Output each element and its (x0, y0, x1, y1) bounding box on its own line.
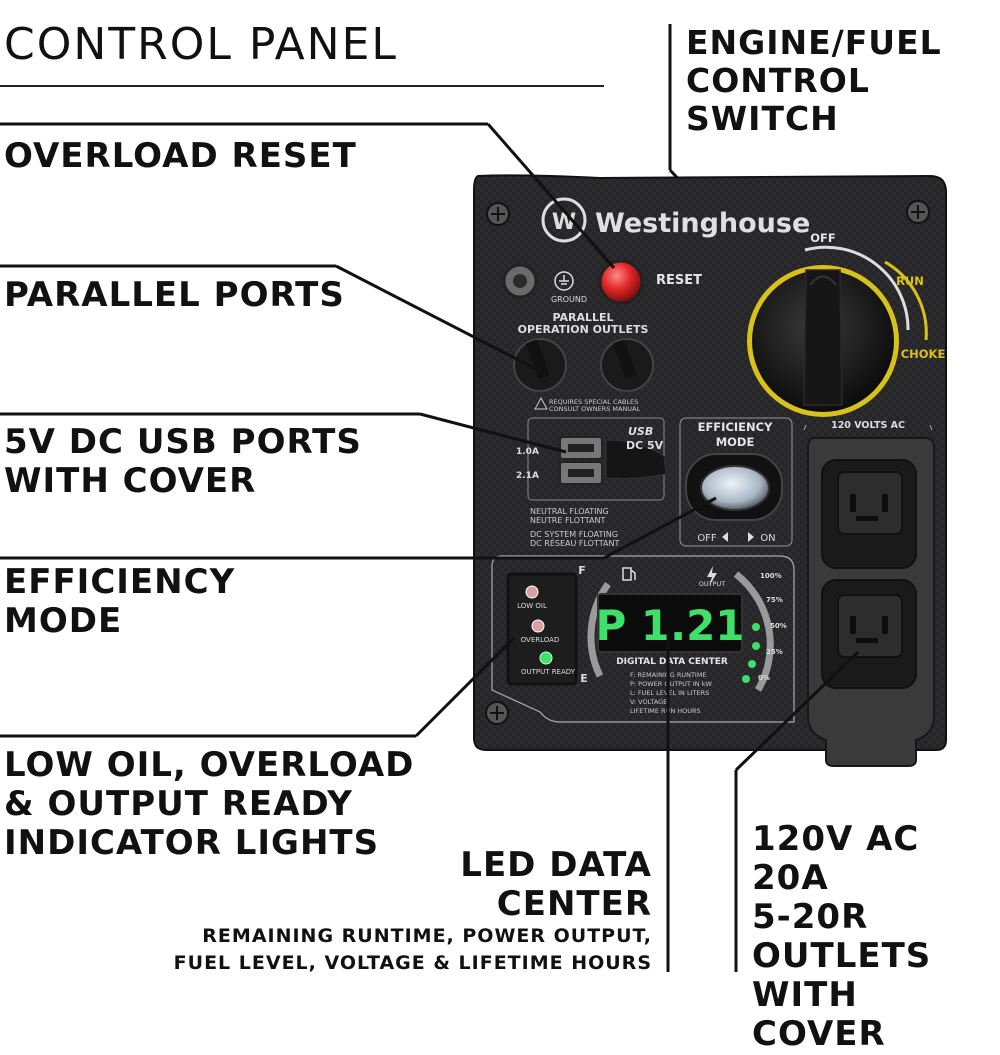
volts-label: 120 VOLTS AC (831, 420, 905, 431)
efficiency-switch[interactable] (700, 465, 770, 511)
ground-label: GROUND (551, 295, 587, 304)
lcd-value: P 1.21 (595, 601, 744, 650)
warning-icon (534, 396, 548, 410)
neutral-floating-2: NEUTRE FLOTTANT (530, 516, 605, 525)
usb-area-frame (527, 417, 665, 501)
usb-1a-label: 1.0A (516, 447, 539, 457)
neutral-floating-1: NEUTRAL FLOATING (530, 507, 609, 516)
usb-port-2[interactable] (559, 461, 603, 485)
ground-symbol-icon (554, 271, 574, 291)
ddc-line-3: V: VOLTAGE (630, 698, 667, 706)
screw-icon (486, 202, 510, 226)
dc-system-2: DC RÉSEAU FLOTTANT (530, 537, 619, 548)
output-label: OUTPUT (699, 580, 726, 588)
lcd-display (597, 593, 743, 653)
led-data-center-sub-1: REMAINING RUNTIME, POWER OUTPUT, (202, 925, 652, 947)
usb-dc-label: DC 5V (626, 439, 664, 452)
efficiency-frame (679, 417, 793, 547)
outlets-callout: 120V AC 20A 5-20R OUTLETS WITH COVER (752, 819, 932, 1055)
ground-terminal-icon (502, 263, 538, 299)
fuel-pump-icon (622, 567, 636, 581)
parallel-label-1: PARALLEL (552, 311, 613, 324)
usb-cover (605, 439, 667, 479)
ddc-line-2: L: FUEL LEVEL IN LITERS (630, 689, 709, 697)
indicator-lights-callout: LOW OIL, OVERLOAD & OUTPUT READY INDICAT… (4, 745, 415, 864)
low-oil-light (525, 585, 539, 599)
requires-cables-1: REQUIRES SPECIAL CABLES (549, 398, 638, 406)
switch-choke-label: CHOKE (901, 347, 946, 361)
ddc-line-0: F: REMAINING RUNTIME (630, 671, 707, 679)
efficiency-label-2: MODE (716, 435, 755, 449)
ddc-line-4: LIFETIME RUN HOURS (630, 707, 701, 715)
lightning-icon (707, 566, 717, 586)
usb-logo: USB (628, 425, 653, 438)
output-ready-label: OUTPUT READY (521, 668, 576, 676)
outlet-cover (807, 437, 935, 767)
overload-label: OVERLOAD (521, 636, 560, 644)
fuel-f-label: F (578, 564, 586, 577)
efficiency-mode-callout: EFFICIENCY MODE (4, 562, 236, 642)
ac-outlet-2[interactable] (821, 579, 917, 689)
ddc-line-1: P: POWER OUTPUT IN kW (630, 680, 712, 688)
pct-75-label: 75% (766, 596, 783, 604)
efficiency-on-label: ON (760, 533, 775, 544)
brand-name: Westinghouse (595, 208, 810, 239)
overload-light (531, 619, 545, 633)
reset-button[interactable] (598, 259, 644, 305)
panel-body (473, 174, 947, 751)
reset-label: RESET (656, 273, 702, 288)
data-center-frame (491, 555, 795, 723)
usb-2a-label: 2.1A (516, 471, 539, 481)
low-oil-label: LOW OIL (517, 602, 547, 610)
usb-ports-callout: 5V DC USB PORTS WITH COVER (4, 422, 362, 502)
screw-icon (485, 701, 509, 725)
page-title: CONTROL PANEL (4, 19, 398, 70)
parallel-port-right[interactable] (600, 338, 654, 392)
overload-reset-callout: OVERLOAD RESET (4, 136, 357, 176)
switch-run-label: RUN (896, 274, 924, 288)
ac-outlet-1[interactable] (821, 459, 917, 569)
indicator-lights-box (506, 572, 578, 686)
led-data-center-sub-2: FUEL LEVEL, VOLTAGE & LIFETIME HOURS (173, 952, 652, 974)
dc-system-1: DC SYSTEM FLOATING (530, 530, 618, 539)
switch-off-label: OFF (810, 231, 836, 245)
fuel-e-label: E (580, 672, 588, 685)
output-ready-light (539, 651, 553, 665)
ddc-title: DIGITAL DATA CENTER (616, 657, 728, 667)
parallel-label-2: OPERATION OUTLETS (518, 323, 649, 336)
engine-fuel-callout: ENGINE/FUEL CONTROL SWITCH (686, 23, 942, 138)
pct-50-label: 50% (770, 622, 787, 630)
pct-100-label: 100% (760, 572, 782, 580)
pct-25-label: 25% (766, 648, 783, 656)
efficiency-label-1: EFFICIENCY (698, 420, 773, 434)
parallel-ports-callout: PARALLEL PORTS (4, 275, 345, 315)
engine-fuel-switch-knob[interactable] (752, 270, 894, 412)
pct-0-label: 0% (758, 674, 770, 682)
screw-icon (906, 200, 930, 224)
parallel-port-left[interactable] (513, 338, 567, 392)
requires-cables-2: CONSULT OWNERS MANUAL (549, 405, 641, 413)
svg-text:W: W (552, 210, 576, 235)
westinghouse-logo-icon: W (541, 197, 587, 243)
led-data-center-callout: LED DATA CENTER (460, 845, 652, 925)
usb-port-1[interactable] (559, 436, 603, 460)
efficiency-off-label: OFF (697, 533, 717, 544)
